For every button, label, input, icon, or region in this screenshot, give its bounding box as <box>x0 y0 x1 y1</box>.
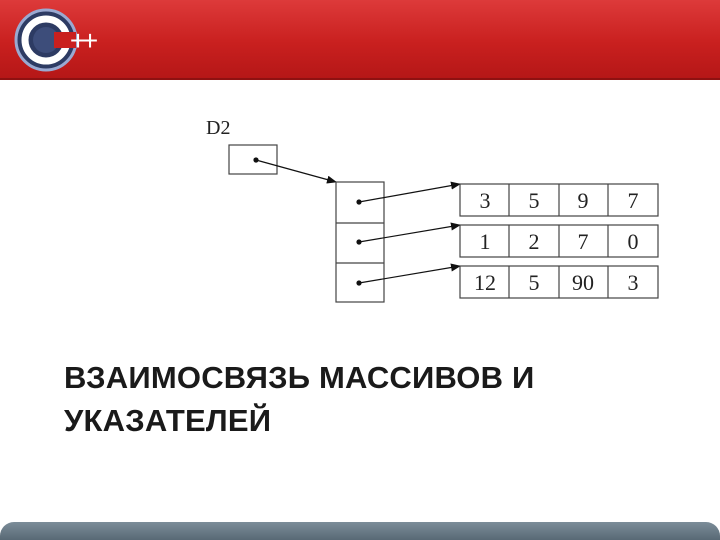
pointer-box <box>228 144 278 175</box>
pointer-label: D2 <box>206 117 230 139</box>
array-cell: 0 <box>628 229 639 254</box>
array-row: 12 5 90 3 <box>459 265 659 299</box>
array-cell: 3 <box>480 188 491 213</box>
slide-title: ВЗАИМОСВЯЗЬ МАССИВОВ И УКАЗАТЕЛЕЙ <box>64 356 664 442</box>
array-cell: 7 <box>578 229 589 254</box>
array-row: 3 5 9 7 <box>459 183 659 217</box>
pointer-arrow <box>255 159 337 184</box>
row-arrow <box>358 222 461 243</box>
array-cell: 2 <box>529 229 540 254</box>
logo-plus-text: + <box>70 25 86 56</box>
row-arrow <box>358 263 461 284</box>
array-cell: 1 <box>480 229 491 254</box>
header-bar: + + <box>0 0 720 80</box>
array-cell: 9 <box>578 188 589 213</box>
array-cell: 3 <box>628 270 639 295</box>
row-arrow <box>358 181 461 203</box>
footer-bar <box>0 522 720 540</box>
array-row: 1 2 7 0 <box>459 224 659 258</box>
array-cell: 12 <box>474 270 496 295</box>
slide-title-line2: УКАЗАТЕЛЕЙ <box>64 403 272 438</box>
slide-title-line1: ВЗАИМОСВЯЗЬ МАССИВОВ И <box>64 360 535 395</box>
array-cell: 5 <box>529 188 540 213</box>
array-cell: 90 <box>572 270 594 295</box>
array-cell: 5 <box>529 270 540 295</box>
array-cell: 7 <box>628 188 639 213</box>
svg-text:+: + <box>82 25 98 56</box>
cpp-logo: + + <box>14 8 98 72</box>
